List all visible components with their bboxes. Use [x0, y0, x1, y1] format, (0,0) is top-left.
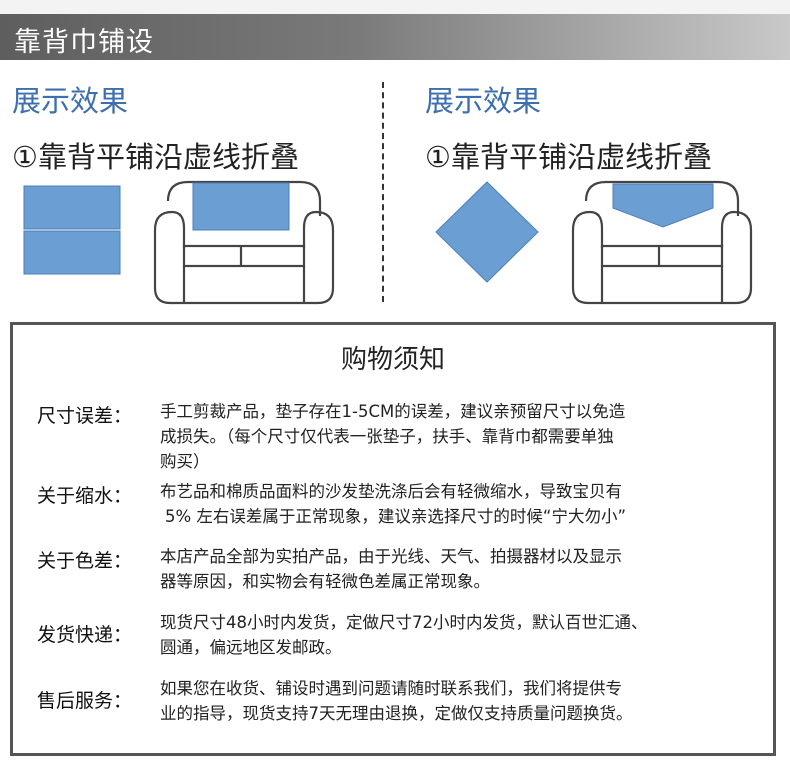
notice-line: 圆通，偏远地区发邮政。 — [160, 638, 342, 657]
notice-line: 本店产品全部为实拍产品，由于光线、天气、拍摄器材以及显示 — [160, 547, 622, 566]
section-title: 靠背巾铺设 — [14, 27, 154, 58]
right-illustration — [435, 180, 753, 305]
notice-line: 购买） — [160, 452, 210, 471]
notice-label: 关于缩水： — [37, 485, 133, 507]
notice-line: 现货尺寸48小时内发货，定做尺寸72小时内发货，默认百世汇通、 — [160, 613, 648, 632]
sofa-icon — [153, 180, 335, 305]
notice-line: 成损失。（每个尺寸仅代表一张垫子，扶手、靠背巾都需要单独 — [160, 427, 614, 446]
notice-line: 布艺品和棉质品面料的沙发垫洗涤后会有轻微缩水，导致宝贝有 — [160, 482, 622, 501]
shopping-notice: 购物须知 尺寸误差： 手工剪裁产品，垫子存在1-5CM的误差，建议亲预留尺寸以免… — [10, 322, 776, 756]
display-panel-left: 展示效果 ①靠背平铺沿虚线折叠 — [0, 70, 380, 310]
display-panel-right: 展示效果 ①靠背平铺沿虚线折叠 — [410, 70, 790, 310]
panel-heading: 展示效果 — [12, 84, 129, 118]
folded-cloth-icon — [23, 185, 121, 275]
section-banner: 靠背巾铺设 — [0, 14, 790, 60]
notice-text: 如果您在收货、铺设时遇到问题请随时联系我们，我们将提供专 业的指导，现货支持7天… — [160, 676, 750, 726]
notice-line: 5% 左右误差属于正常现象，建议亲选择尺寸的时候“宁大勿小” — [165, 507, 627, 526]
backrest-cloth-icon — [612, 183, 714, 228]
notice-line: 器等原因，和实物会有轻微色差属正常现象。 — [160, 572, 490, 591]
notice-text: 手工剪裁产品，垫子存在1-5CM的误差，建议亲预留尺寸以免造 成损失。（每个尺寸… — [160, 399, 750, 474]
top-strip — [0, 0, 790, 14]
notice-line: 如果您在收货、铺设时遇到问题请随时联系我们，我们将提供专 — [160, 679, 622, 698]
diamond-cloth-icon — [435, 181, 539, 283]
notice-label: 尺寸误差： — [37, 405, 133, 427]
notice-text: 现货尺寸48小时内发货，定做尺寸72小时内发货，默认百世汇通、 圆通，偏远地区发… — [160, 610, 750, 660]
notice-text: 本店产品全部为实拍产品，由于光线、天气、拍摄器材以及显示 器等原因，和实物会有轻… — [160, 544, 750, 594]
notice-line: 业的指导，现货支持7天无理由退换，定做仅支持质量问题换货。 — [160, 704, 633, 723]
backrest-cloth-icon — [192, 182, 290, 231]
panel-heading: 展示效果 — [425, 84, 542, 118]
notice-line: 手工剪裁产品，垫子存在1-5CM的误差，建议亲预留尺寸以免造 — [160, 402, 626, 421]
panel-step: ①靠背平铺沿虚线折叠 — [12, 140, 299, 174]
notice-label: 发货快递： — [37, 624, 133, 646]
panel-step: ①靠背平铺沿虚线折叠 — [425, 140, 712, 174]
sofa-icon — [571, 180, 753, 305]
left-illustration — [23, 180, 335, 305]
notice-text: 布艺品和棉质品面料的沙发垫洗涤后会有轻微缩水，导致宝贝有 5% 左右误差属于正常… — [160, 479, 750, 529]
dashed-divider — [382, 82, 384, 302]
notice-label: 关于色差： — [37, 550, 133, 572]
notice-title: 购物须知 — [340, 345, 445, 375]
notice-label: 售后服务： — [37, 690, 133, 712]
